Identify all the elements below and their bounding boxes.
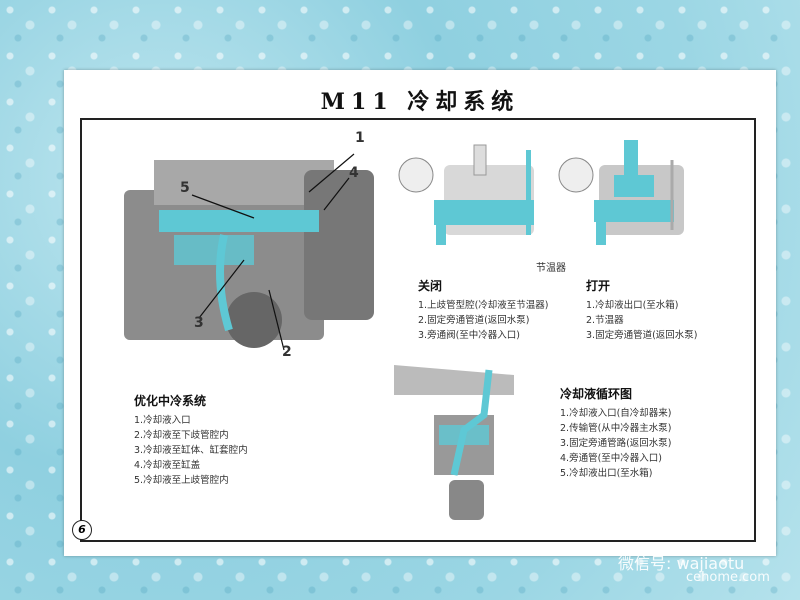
closed-item: 2.固定旁通管道(返回水泵) (418, 315, 530, 326)
circulation-item: 5.冷却液出口(至水箱) (560, 468, 653, 479)
open-item: 1.冷却液出口(至水箱) (586, 300, 679, 311)
closed-item: 1.上歧管型腔(冷却液至节温器) (418, 300, 549, 311)
open-heading: 打开 (586, 279, 611, 293)
closed-heading: 关闭 (418, 279, 443, 293)
circulation-item: 4.旁通管(至中冷器入口) (560, 453, 662, 464)
wechat-watermark: 微信号: wajiaotu (618, 554, 745, 573)
page-title: M11 冷却系统 (320, 89, 520, 115)
thermostat-caption: 节温器 (536, 263, 566, 274)
engine-illustration (124, 153, 374, 351)
circulation-heading: 冷却液循环图 (560, 387, 633, 401)
page-number: 6 (72, 520, 92, 540)
callout-5: 5 (180, 180, 190, 196)
optimized-legend: 优化中冷系统 1.冷却液入口 2.冷却液至下歧管腔内 3.冷却液至缸体、缸套腔内… (134, 392, 248, 488)
circulation-item: 3.固定旁通管路(返回水泵) (560, 438, 672, 449)
optimized-item: 1.冷却液入口 (134, 415, 191, 426)
closed-item: 3.旁通阀(至中冷器入口) (418, 330, 520, 341)
optimized-heading: 优化中冷系统 (134, 394, 207, 408)
callout-2: 2 (282, 344, 292, 360)
open-item: 3.固定旁通管道(返回水泵) (586, 330, 698, 341)
optimized-item: 4.冷却液至缸盖 (134, 460, 201, 471)
callout-3: 3 (194, 315, 204, 331)
document-page: M11 冷却系统 1 4 5 3 2 节温器 (64, 70, 776, 556)
circulation-item: 2.传输管(从中冷器主水泵) (560, 423, 672, 434)
circulation-item: 1.冷却液入口(自冷却器来) (560, 408, 672, 419)
site-watermark: cehome.com (686, 570, 770, 585)
callout-1: 1 (355, 130, 365, 146)
optimized-item: 3.冷却液至缸体、缸套腔内 (134, 445, 248, 456)
open-item: 2.节温器 (586, 315, 624, 326)
closed-legend: 关闭 1.上歧管型腔(冷却液至节温器) 2.固定旁通管道(返回水泵) 3.旁通阀… (418, 277, 548, 343)
circulation-legend: 冷却液循环图 1.冷却液入口(自冷却器来) 2.传输管(从中冷器主水泵) 3.固… (560, 385, 671, 481)
optimized-item: 2.冷却液至下歧管腔内 (134, 430, 229, 441)
content-frame (80, 118, 756, 542)
thermostat-open-diagram (558, 140, 684, 245)
circulation-diagram (394, 365, 514, 520)
thermostat-closed-diagram (398, 144, 534, 245)
optimized-item: 5.冷却液至上歧管腔内 (134, 475, 229, 486)
open-legend: 打开 1.冷却液出口(至水箱) 2.节温器 3.固定旁通管道(返回水泵) (586, 277, 697, 343)
callout-4: 4 (349, 165, 359, 181)
